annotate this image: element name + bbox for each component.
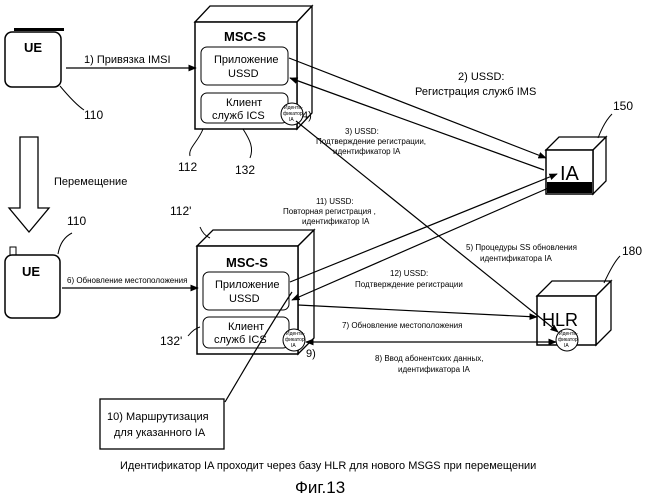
ue-top-label: UE [24,40,42,55]
message-labels: 1) Привязка IMSI 2) USSD: Регистрация сл… [67,54,577,374]
msc-top-device: MSC-S Приложение USSD Клиент служб ICS И… [178,6,312,177]
routing-note-line1: 10) Маршрутизация [107,411,209,423]
msc-bottom-app-line2: USSD [229,293,260,305]
msc-bottom-app-line1: Приложение [215,279,280,291]
arrow-7 [298,305,537,317]
ue-top-device: UE 110 [5,28,103,122]
msg-7: 7) Обновление местоположения [342,321,462,330]
ue-top-ref: 110 [84,108,103,122]
figure-caption: Идентификатор IA проходит через базу HLR… [120,460,536,472]
msg-3-line1: 3) USSD: [345,127,379,136]
msc-bottom-client-line1: Клиент [228,321,264,333]
msg-5-line1: 5) Процедуры SS обновления [466,243,577,252]
msc-top-step: 4) [302,110,312,122]
msc-top-client-line2: служб ICS [212,110,265,122]
msc-bottom-step: 9) [306,348,316,360]
ue-bottom-ref: 110 [67,214,86,228]
hlr-label: HLR [542,310,578,330]
arrow-11 [290,174,557,282]
msg-3-line2: Подтверждение регистрации, [316,137,426,146]
msc-bottom-ref-b: 132' [160,334,182,348]
msc-top-client-line1: Клиент [226,97,262,109]
msg-8-line1: 8) Ввод абонентских данных, [375,354,483,363]
movement-label: Перемещение [54,176,127,188]
msc-top-app-line2: USSD [228,68,259,80]
msc-top-app-line1: Приложение [214,54,279,66]
msc-top-badge-line3: IA [289,117,294,123]
ue-bottom-label: UE [22,264,40,279]
msg-12-line1: 12) USSD: [390,269,428,278]
msg-8-line2: идентификатора IA [398,365,471,374]
ia-label: IA [560,163,580,185]
routing-note-line2: для указанного IA [114,427,206,439]
ia-device: IA 150 [546,99,633,194]
hlr-device: HLR Иденти- фикатор IA 180 [537,244,642,351]
ia-ref: 150 [613,99,633,113]
msg-2-line2: Регистрация служб IMS [415,86,536,98]
ue-bottom-device: UE 110 [5,214,86,318]
msc-bottom-badge-line3: IA [291,343,296,349]
msg-6: 6) Обновление местоположения [67,276,187,285]
msg-2-line1: 2) USSD: [458,71,504,83]
msg-11-line1: 11) USSD: [316,197,354,206]
msg-3-line3: идентификатор IA [333,147,401,156]
msc-bottom-title: MSC-S [226,255,268,270]
hlr-ref: 180 [622,244,642,258]
routing-note: 10) Маршрутизация для указанного IA [100,399,224,449]
msg-1: 1) Привязка IMSI [84,54,171,66]
msc-top-title: MSC-S [224,29,266,44]
msc-bottom-ref-a: 112' [170,204,191,218]
msg-5-line2: идентификатора IA [480,254,553,263]
msg-12-line2: Подтверждение регистрации [355,280,463,289]
figure-label: Фиг.13 [295,478,345,497]
msc-top-ref-b: 132 [235,163,255,177]
msg-11-line2: Повторная регистрация , [283,207,376,216]
hlr-badge-line3: IA [564,343,569,349]
msc-top-ref-a: 112 [178,160,197,174]
msg-11-line3: идентификатор IA [302,217,370,226]
